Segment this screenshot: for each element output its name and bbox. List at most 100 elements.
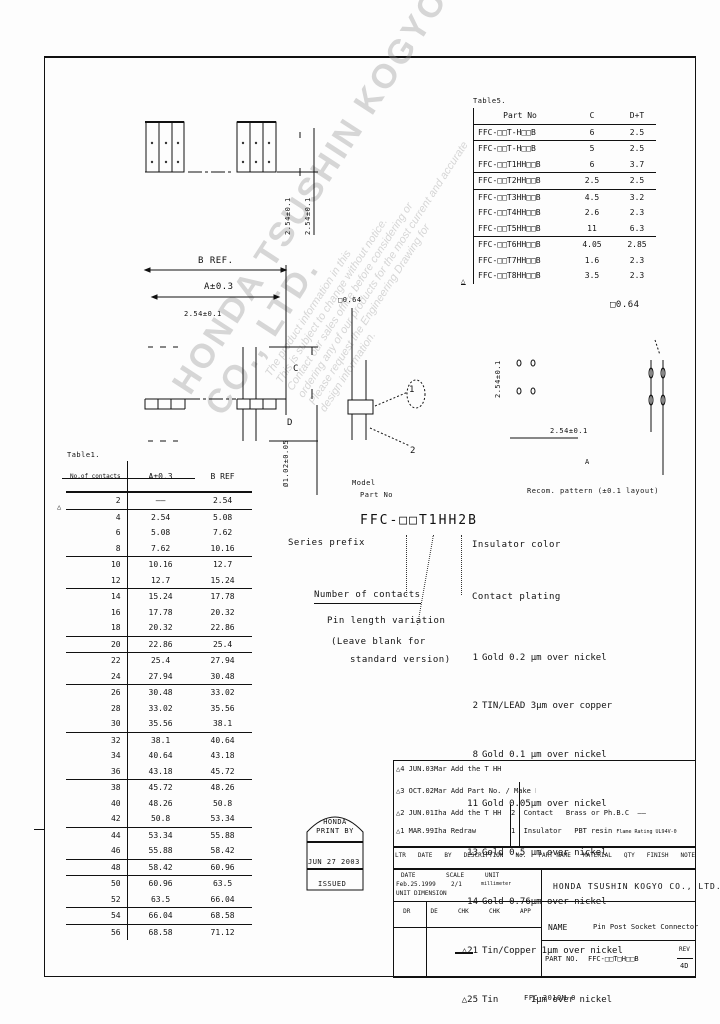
name-label: NAME: [548, 923, 568, 932]
table1-cell: 4: [66, 508, 128, 525]
part-no-label: PART NO.: [545, 955, 579, 963]
issued-stamp: [306, 816, 364, 891]
material-row: 2 Contact Brass or Ph.B.C ——: [511, 809, 696, 817]
rev-by: Mar: [433, 765, 447, 773]
table5-cell: 4.5: [566, 188, 618, 205]
table5-header: D+T: [618, 108, 656, 125]
table5-cell: 4.05: [566, 236, 618, 253]
table1-cell: 15.24: [210, 575, 235, 585]
material-name: PBT resin: [574, 827, 613, 835]
table1-cell: 45.72: [210, 766, 235, 776]
table5-cell: 2.5: [618, 172, 656, 189]
plating-code: 14: [467, 897, 478, 908]
tb-divider: [393, 846, 696, 848]
title-block: △4 JUN.03Mar Add the T HH △3 OCT.02Mar A…: [393, 760, 720, 978]
table5-cell: 6: [589, 159, 595, 169]
plating-text: Tin 1µm over nickel: [482, 994, 613, 1005]
plating-text: Gold 0.76µm over nickel: [482, 897, 607, 908]
rev-value: 4D: [680, 962, 689, 970]
table1-cell: ——: [155, 496, 166, 506]
pcb-pattern-drawing: [510, 339, 666, 475]
rev-by: Iha: [433, 809, 447, 817]
tb-divider: [541, 940, 696, 941]
revision-row: △3 OCT.02Mar Add Part No. / Make Part No…: [396, 787, 536, 795]
plating-code: 1: [472, 652, 478, 663]
table5-cell: FFC-□□T-H□□B: [473, 140, 566, 157]
tb-divider: [393, 927, 541, 928]
tb-divider: [393, 901, 696, 902]
table1-cell: 40.64: [193, 731, 252, 748]
table1-cell: 25.4: [127, 652, 194, 669]
plating-text: Gold 0.2 µm over nickel: [482, 652, 607, 663]
title-block-header-row: LTR DATE BY DESCRIPTION No. PART NAME MA…: [395, 852, 695, 859]
table5-title: Table5.: [473, 97, 507, 105]
col-header: QTY: [623, 852, 635, 859]
table5-cell: FFC-□□T8HH□□B: [473, 268, 566, 284]
rev-desc: Add the T HH: [450, 809, 502, 817]
company-name: HONDA TSUSHIN KOGYO CO., LTD.: [553, 882, 720, 891]
table1-cell: 30.48: [127, 684, 194, 701]
table1-cell: 35.56: [210, 703, 235, 713]
drawing-frame: [44, 56, 696, 977]
plating-text: Gold 0.05µm over nickel: [482, 799, 607, 810]
tb-divider: [510, 804, 511, 846]
table1-cell: 34: [66, 748, 128, 764]
table1-cell: 12.7: [193, 556, 252, 573]
signature-headers: DR DE CHK CHK APP: [393, 908, 541, 915]
table1-cell: 53.34: [127, 826, 194, 843]
table5-cell: FFC-□□T2HH□□B: [473, 172, 566, 189]
table5-cell: 2.3: [629, 255, 645, 265]
model-label: Model: [352, 479, 376, 487]
col-header: BY: [444, 852, 452, 859]
sign-col: CHK: [488, 908, 500, 915]
table1-cell: 60.96: [127, 875, 194, 892]
rev-mark: 3: [400, 787, 405, 795]
tb-divider: [519, 782, 520, 846]
table1-cell: 33.02: [193, 684, 252, 701]
table1-cell: 16: [66, 604, 128, 620]
revision-triangle-icon: △: [57, 503, 62, 511]
table5-cell: 2.5: [618, 140, 656, 157]
revision-row: △4 JUN.03Mar Add the T HH: [396, 765, 536, 773]
table5-cell: 2.5: [566, 172, 618, 189]
tb-divider: [541, 868, 542, 978]
table1-cell: 14: [66, 588, 128, 605]
dim-d: D: [287, 418, 293, 428]
rev-date: MAR.99: [408, 827, 434, 835]
pcb-dim-a: A: [585, 458, 590, 466]
table1-cell: 30: [66, 716, 128, 732]
top-pitch-dim: 2.54±0.1: [284, 197, 292, 235]
rev-by: Mar: [433, 787, 447, 795]
table1-cell: 55.88: [148, 846, 173, 856]
plating-text: Gold 0.5 µm over nickel: [482, 848, 607, 859]
tb-border: [393, 760, 696, 761]
rev-desc: Add the T HH: [450, 765, 502, 773]
dim-t: Ø1.02±0.05: [282, 439, 290, 487]
table1-cell: 52: [66, 891, 128, 908]
table5-cell: 3.2: [618, 188, 656, 205]
table5-cell: 2.6: [584, 208, 600, 218]
sign-col: CHK: [457, 908, 469, 915]
table5-cell: FFC-□□T-H□□B: [473, 124, 566, 141]
recommended-pattern-note: Recom. pattern (±0.1 layout): [527, 487, 660, 495]
table1-cell: 58.42: [210, 846, 235, 856]
post-dim: □0.64: [338, 296, 362, 304]
table1-cell: 8: [66, 540, 128, 557]
contact-plating-title: Contact plating: [472, 592, 561, 602]
leader-line: [406, 535, 407, 595]
table5-cell: 3.7: [629, 159, 645, 169]
bracket-1: 1: [409, 385, 415, 395]
table5-header: C: [566, 108, 618, 125]
sign-col: DE: [430, 908, 438, 915]
top-view-drawing: [145, 121, 318, 235]
table1-cell: 60.96: [193, 858, 252, 876]
plating-code: 13: [467, 848, 478, 859]
table1-cell: 7.62: [150, 543, 171, 553]
sign-col: DR: [403, 908, 411, 915]
table1-cell: 33.02: [148, 703, 173, 713]
plating-code: 11: [467, 799, 478, 810]
part-no-example: FFC-□□T1HH2B: [360, 513, 478, 528]
table1-cell: 35.56: [148, 719, 173, 729]
